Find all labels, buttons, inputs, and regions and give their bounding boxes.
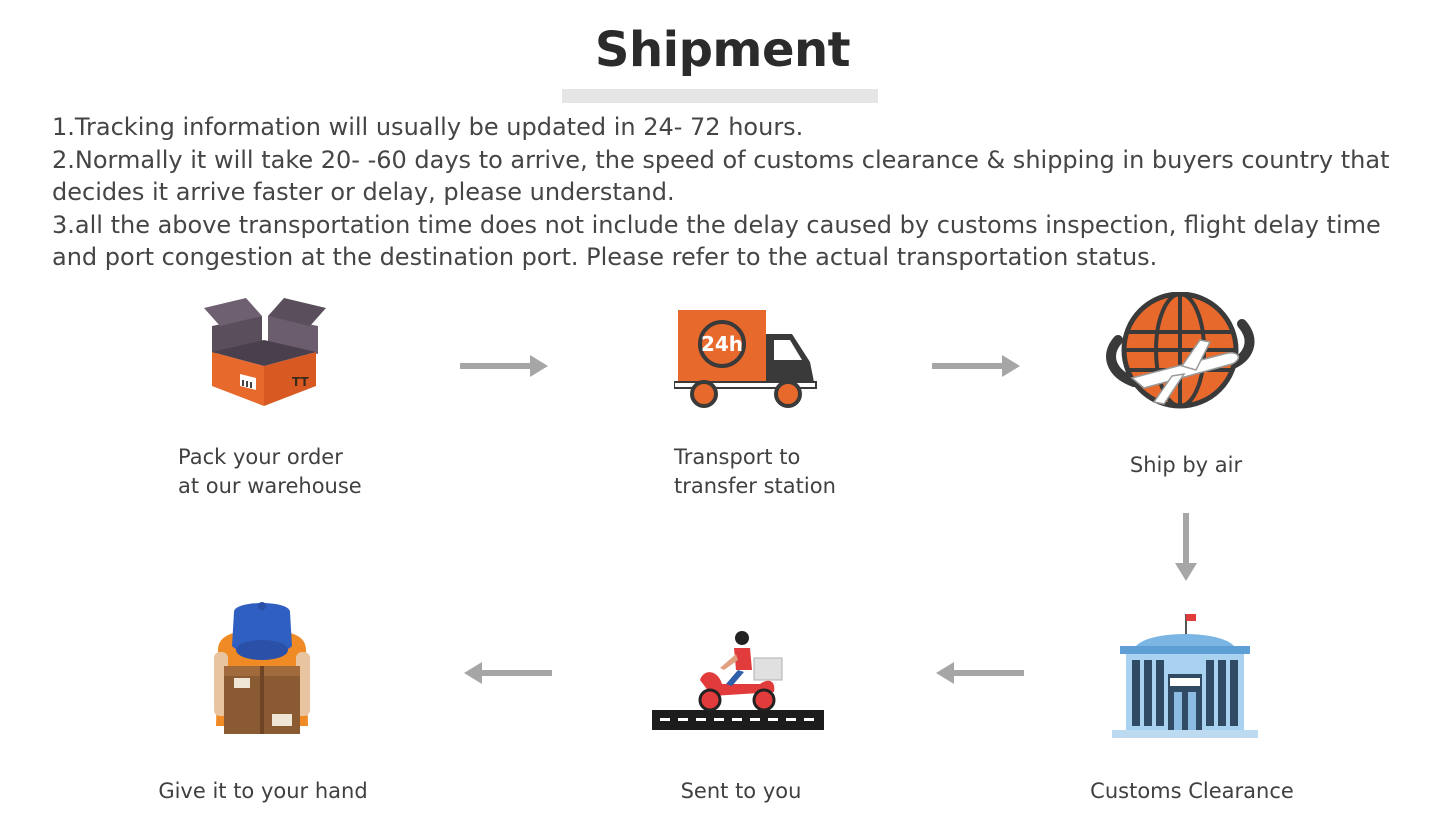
step-label-hand: Give it to your hand xyxy=(158,779,368,803)
arrow-right-icon xyxy=(460,355,548,377)
svg-text:TT: TT xyxy=(292,375,309,389)
note-delay-disclaimer: 3.all the above transportation time does… xyxy=(52,210,1381,272)
step-label-transport: Transport to transfer station xyxy=(674,445,836,498)
step-label-sent: Sent to you xyxy=(680,779,802,803)
title-underline xyxy=(562,89,878,103)
truck-badge: 24h xyxy=(701,332,743,356)
arrow-right-icon xyxy=(932,355,1020,377)
step-label-pack: Pack your order at our warehouse xyxy=(178,445,362,498)
courier-holding-box-icon xyxy=(214,602,310,734)
note-delivery-time: 2.Normally it will take 20- -60 days to … xyxy=(52,145,1390,207)
arrow-down-icon xyxy=(1175,513,1197,581)
page-title: Shipment xyxy=(594,22,851,78)
globe-airplane-icon xyxy=(1106,292,1255,409)
step-label-customs: Customs Clearance xyxy=(1090,779,1294,803)
customs-building-icon xyxy=(1112,614,1258,738)
step-label-air: Ship by air xyxy=(1129,453,1243,477)
note-tracking: 1.Tracking information will usually be u… xyxy=(52,113,804,141)
scooter-courier-icon xyxy=(652,631,824,730)
open-box-icon: TT xyxy=(204,298,326,406)
delivery-truck-icon: 24h xyxy=(674,310,817,408)
shipping-notes: 1.Tracking information will usually be u… xyxy=(52,111,1422,274)
arrow-left-icon xyxy=(464,662,552,684)
arrow-left-icon xyxy=(936,662,1024,684)
